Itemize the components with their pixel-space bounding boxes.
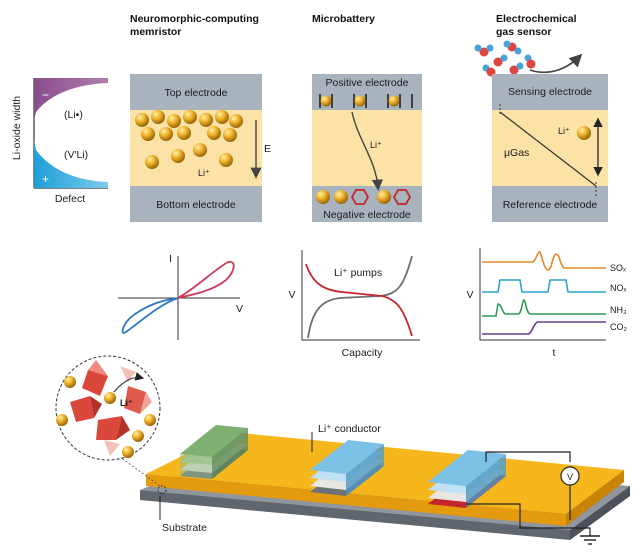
memristor-iv-plot: I V: [118, 253, 243, 340]
capacity-y-label: V: [288, 289, 295, 301]
defect-minus-sign: −: [42, 88, 49, 102]
battery-positive-electrode-label: Positive electrode: [326, 77, 409, 89]
memristor-bottom-electrode: [130, 186, 262, 222]
battery-ion-path-arrow: [351, 111, 383, 191]
battery-cathode-layers: [319, 94, 413, 108]
sensor-reference-electrode: [492, 186, 608, 222]
defect-panel: Li-oxide width − + (Li•) (V′Li) Defect: [11, 78, 108, 205]
gas-flow-arrow: [529, 53, 583, 74]
voltmeter-label: V: [567, 472, 573, 482]
sensor-ion-label: Li⁺: [558, 126, 570, 136]
defect-plus-sign: +: [42, 172, 49, 186]
capacity-x-label: Capacity: [342, 347, 384, 359]
gas-legend-nh3: NH₃: [610, 305, 627, 315]
microbattery-panel: Microbattery Positive electrode Negative…: [312, 13, 422, 222]
defect-y-axis-label: Li-oxide width: [11, 96, 23, 160]
gas-plot-axes: [479, 248, 606, 341]
memristor-top-electrode-label: Top electrode: [164, 87, 227, 99]
device-stack-3: [428, 450, 506, 508]
sensor-sensing-electrode: [492, 74, 608, 110]
inset-ion-label: Li⁺: [120, 398, 133, 408]
battery-anode-hexagons: [350, 189, 412, 205]
ground-wire: [466, 503, 591, 536]
iv-y-label: I: [169, 253, 172, 265]
gas-trace-sox: [482, 251, 606, 271]
device-stack-1: [180, 425, 248, 479]
battery-anode-ions: [316, 190, 391, 204]
memristor-field-label: E: [264, 143, 271, 155]
inset-crystal: [70, 360, 152, 456]
substrate-front: [140, 490, 570, 540]
ground-symbol: [580, 535, 600, 545]
sensor-potential-label: μGas: [504, 147, 529, 159]
gas-legend-nox: NOₓ: [610, 283, 627, 293]
defect-vacancy-region: [34, 140, 108, 188]
gas-sensor-title-line2: gas sensor: [496, 26, 551, 38]
inset-source-spot: [157, 485, 167, 495]
device-illustration: V Li⁺ conductor Substrate: [55, 355, 630, 545]
gas-trace-co2: [482, 321, 606, 335]
memristor-ions: [135, 110, 243, 169]
gas-plot-x-label: t: [553, 347, 556, 359]
capacity-discharge-curve: [305, 263, 413, 337]
gas-trace-nh3: [482, 299, 606, 317]
voltmeter-wire-top: [485, 451, 571, 462]
gas-sensor-title-line1: Electrochemical: [496, 13, 577, 25]
defect-interstitial-region: [34, 78, 108, 120]
memristor-bottom-electrode-label: Bottom electrode: [156, 199, 236, 211]
sensor-reference-electrode-label: Reference electrode: [503, 199, 598, 211]
memristor-title-line1: Neuromorphic-computing: [130, 13, 259, 25]
battery-ion-label: Li⁺: [370, 140, 382, 150]
li-conductor-front: [146, 474, 566, 526]
capacity-axis-y: [301, 250, 420, 341]
gas-sensor-panel: Electrochemical gas sensor Sensing elect…: [474, 13, 608, 222]
memristor-panel: Neuromorphic-computing memristor Top ele…: [130, 13, 271, 222]
gas-response-plot: V t SOₓ NOₓ NH₃ CO₂: [466, 248, 628, 359]
capacity-charge-curve: [307, 255, 413, 339]
iv-curve-negative: [121, 297, 179, 334]
gas-molecules: [474, 40, 536, 77]
battery-capacity-plot: V Capacity Li⁺ pumps: [288, 250, 420, 359]
memristor-title-line2: memristor: [130, 26, 181, 38]
inset-leader-1: [115, 453, 161, 487]
inset-ions: [56, 376, 156, 458]
sensor-ion: [577, 126, 591, 140]
iv-x-label: V: [236, 303, 243, 315]
battery-cathode-ions: [320, 95, 400, 107]
battery-negative-electrode-label: Negative electrode: [323, 209, 411, 221]
battery-electrolyte: [312, 110, 422, 186]
memristor-top-electrode: [130, 74, 262, 110]
defect-vacancy-label: (V′Li): [64, 149, 88, 161]
defect-x-axis-label: Defect: [55, 193, 85, 205]
defect-interstitial-label: (Li•): [64, 109, 83, 121]
sensor-electrolyte: [492, 110, 608, 186]
capacity-annotation: Li⁺ pumps: [334, 267, 382, 279]
substrate-label: Substrate: [162, 522, 207, 534]
iv-curve-positive: [177, 260, 235, 299]
memristor-ion-label: Li⁺: [198, 168, 210, 178]
substrate-side: [570, 486, 630, 540]
inset-ion-arrow: [113, 372, 145, 393]
li-conductor-side: [566, 470, 624, 526]
sensor-sensing-electrode-label: Sensing electrode: [508, 86, 592, 98]
sensor-potential-gradient: [499, 111, 597, 187]
gas-trace-nox: [482, 279, 606, 293]
device-stack-2: [310, 440, 384, 496]
gas-legend-co2: CO₂: [610, 322, 628, 332]
gas-plot-y-label: V: [466, 289, 473, 301]
li-conductor-label: Li⁺ conductor: [318, 423, 381, 435]
gas-legend-sox: SOₓ: [610, 263, 626, 273]
li-conductor-top: [146, 432, 624, 514]
microbattery-title: Microbattery: [312, 13, 375, 25]
